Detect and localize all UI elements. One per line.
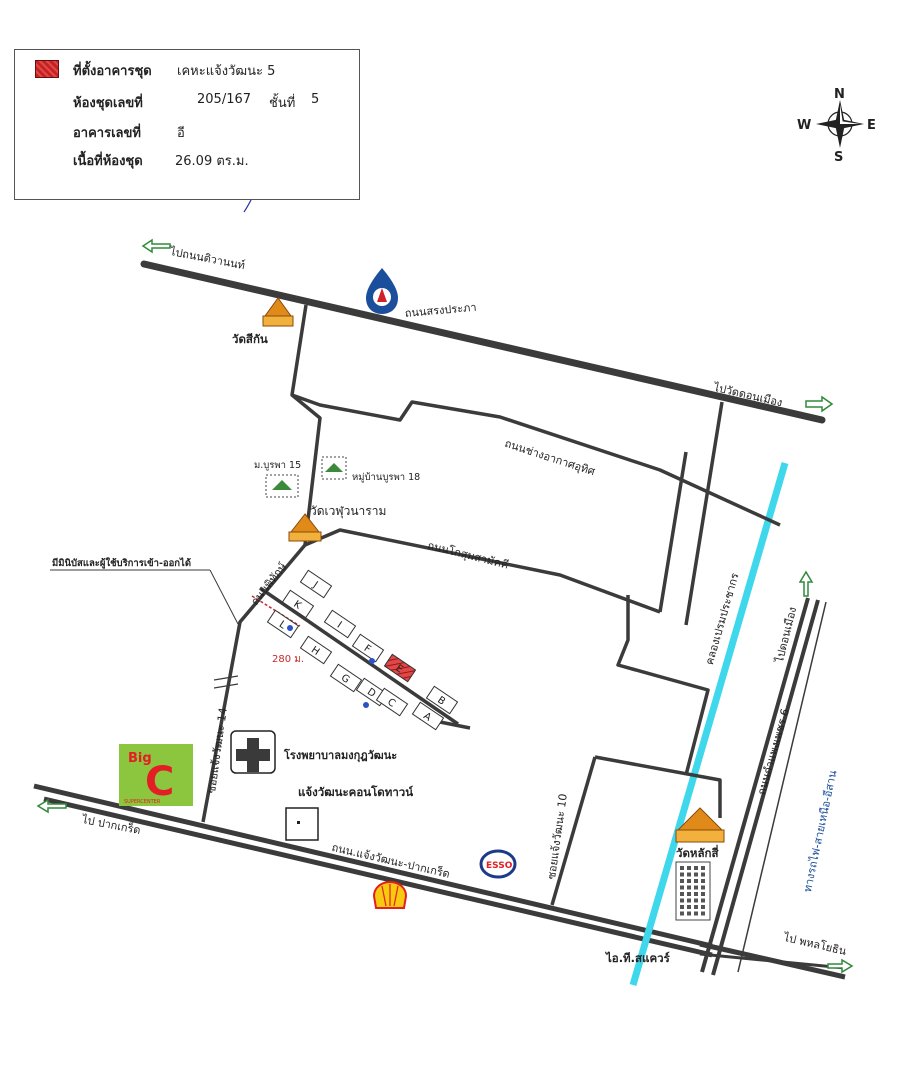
ptt-station-icon <box>366 268 398 314</box>
site-label: ที่ตั้งอาคารชุด <box>73 64 152 79</box>
building-b: B <box>425 685 459 715</box>
label-hospital: โรงพยาบาลมงกุฎวัฒนะ <box>284 749 398 762</box>
compass-e: E <box>867 118 876 133</box>
building-j: J <box>299 569 333 599</box>
esso-logo: ESSO <box>479 849 517 879</box>
road-chaeng-watthana <box>33 783 846 980</box>
location-dot <box>363 702 369 708</box>
label-burapha-15: ม.บูรพา 15 <box>254 460 302 471</box>
building-label: B <box>435 695 447 708</box>
building-e: E <box>383 653 417 683</box>
building-label: A <box>421 711 433 724</box>
building-label: C <box>385 697 397 710</box>
legend-panel: ที่ตั้งอาคารชุด เคหะแจ้งวัฒนะ 5 ห้องชุดเ… <box>14 49 360 200</box>
svg-text:Big: Big <box>128 751 152 766</box>
it-square-building-icon <box>675 861 711 921</box>
temple-wat-wetuwan-icon <box>288 513 322 542</box>
local-roads <box>201 304 781 906</box>
compass-icon <box>816 100 864 148</box>
building-label: อาคารเลขที่ <box>73 126 141 141</box>
label-wat-si-kan: วัดสีกัน <box>232 332 268 346</box>
label-mini-note: มีมินิบัสและผู้ใช้บริการเข้า-ออกได้ <box>52 558 191 569</box>
temple-wat-lak-si-icon <box>675 807 725 843</box>
condo-access-road <box>251 586 459 726</box>
compass-s: S <box>834 150 844 165</box>
building-f: F <box>351 633 385 663</box>
site-swatch-icon <box>35 60 59 78</box>
unit-value: 205/167 <box>197 92 252 107</box>
building-label: E <box>393 663 404 676</box>
area-label: เนื้อที่ห้องชุด <box>73 154 143 169</box>
building-l: L <box>266 609 300 639</box>
arrow-to-don-mueang-temple <box>805 395 834 413</box>
condo-town-icon <box>285 807 319 841</box>
building-k: K <box>281 589 315 619</box>
building-h: H <box>299 635 333 665</box>
building-label: L <box>277 619 288 631</box>
road-kamphaeng-phet-6 <box>700 597 820 976</box>
building-label: F <box>362 643 373 655</box>
label-condo-town: แจ้งวัฒนะคอนโดทาวน์ <box>298 785 414 799</box>
building-a: A <box>411 701 445 731</box>
floor-label: ชั้นที่ <box>269 96 296 111</box>
label-wat-lak-si: วัดหลักสี่ <box>676 846 719 860</box>
village-burapha-15-icon <box>265 474 299 498</box>
label-burapha-18: หมู่บ้านบูรพา 18 <box>352 472 421 483</box>
shell-logo <box>372 880 408 909</box>
arrow-to-don-mueang <box>798 570 814 597</box>
road-songprapa <box>140 260 826 424</box>
location-dot <box>369 658 375 664</box>
canal-prem-prachakon <box>629 462 789 986</box>
svg-text:C: C <box>145 759 174 805</box>
arrow-to-pakkret <box>36 798 67 814</box>
unit-label: ห้องชุดเลขที่ <box>73 96 143 111</box>
arrow-to-phahonyothin <box>827 958 854 974</box>
building-i: I <box>323 609 357 639</box>
svg-text:SUPERCENTER: SUPERCENTER <box>124 799 161 805</box>
road-break-mark <box>213 675 239 689</box>
bigc-logo: Big C SUPERCENTER <box>119 744 193 806</box>
building-value: อี <box>177 126 185 141</box>
label-it-square: ไอ.ที.สแควร์ <box>606 951 670 965</box>
label-wat-wetuwan: วัดเวฬุวนาราม <box>310 504 387 518</box>
railway-line <box>737 601 827 973</box>
compass-n: N <box>834 87 845 102</box>
building-c: C <box>375 687 409 717</box>
svg-text:ESSO: ESSO <box>486 861 513 871</box>
building-label: I <box>335 620 344 631</box>
label-distance: 280 ม. <box>272 654 305 665</box>
area-value: 26.09 ตร.ม. <box>175 154 249 169</box>
building-g: G <box>329 663 363 693</box>
arrow-to-tiwanon <box>141 238 171 254</box>
temple-wat-si-kan-icon <box>262 297 294 327</box>
floor-value: 5 <box>311 92 320 107</box>
site-value: เคหะแจ้งวัฒนะ 5 <box>177 64 276 79</box>
hospital-icon <box>230 730 276 774</box>
mini-note-leader <box>50 569 239 625</box>
building-label: J <box>310 579 319 590</box>
compass-w: W <box>797 118 812 133</box>
village-burapha-18-icon <box>321 456 347 480</box>
building-label: K <box>291 599 303 612</box>
location-dot <box>287 625 293 631</box>
